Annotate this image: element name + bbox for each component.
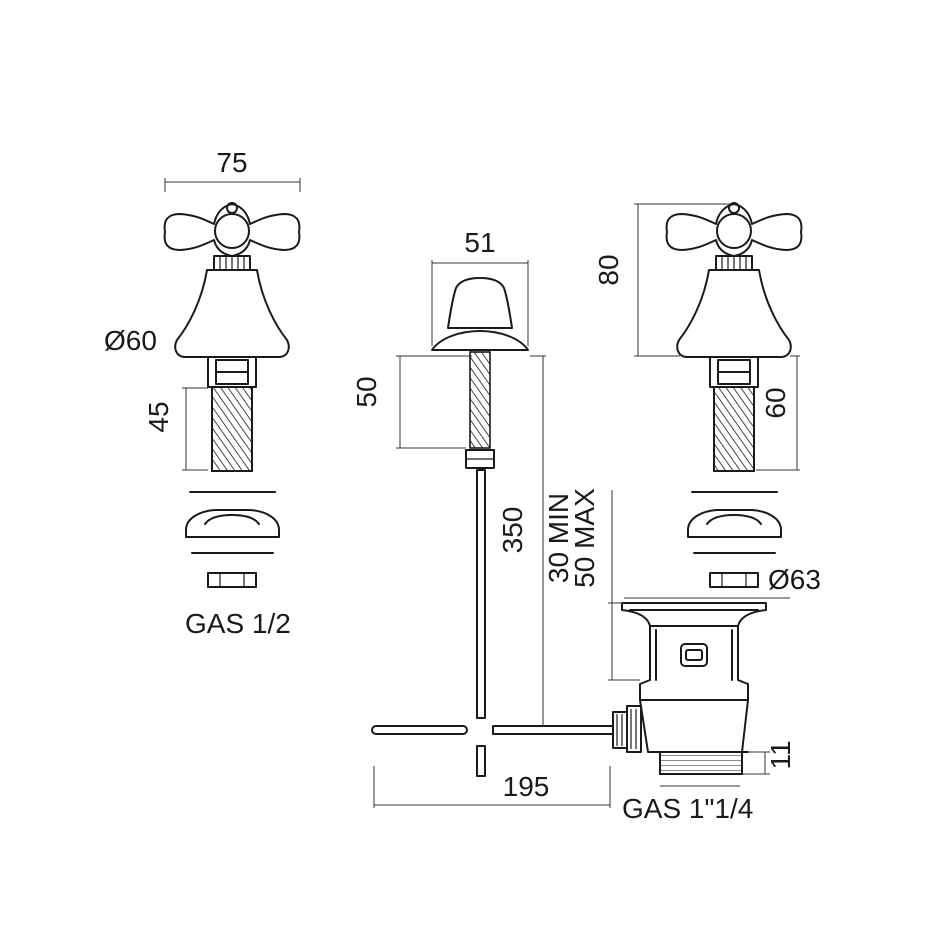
right-dimensions xyxy=(634,203,800,471)
right-body xyxy=(676,269,792,358)
right-height-label: 80 xyxy=(593,254,624,285)
right-shank-length-label: 60 xyxy=(760,387,791,418)
left-diameter-label: Ø60 xyxy=(104,325,157,356)
center-dimensions xyxy=(373,260,611,808)
right-diameter-label: Ø63 xyxy=(768,564,821,595)
right-tap xyxy=(665,202,803,588)
waste-assembly xyxy=(612,602,767,775)
waste-adjust-min-label: 30 MIN xyxy=(543,493,574,583)
left-thread-label: GAS 1/2 xyxy=(185,608,291,639)
thread-length-label: 11 xyxy=(765,740,796,769)
spread-label: 195 xyxy=(503,771,550,802)
rod-length-label: 350 xyxy=(497,507,528,554)
left-shank-length-label: 45 xyxy=(143,401,174,432)
left-dimensions xyxy=(164,178,301,471)
waste-adjust-max-label: 50 MAX xyxy=(569,488,600,588)
left-body xyxy=(174,269,290,358)
knob-width-label: 51 xyxy=(464,227,495,258)
popup-rod xyxy=(371,277,614,777)
left-tap xyxy=(163,202,301,588)
left-width-label: 75 xyxy=(216,147,247,178)
waste-dimensions xyxy=(608,490,790,787)
knob-icon xyxy=(447,277,513,329)
waste-thread-label: GAS 1"1/4 xyxy=(622,793,753,824)
knob-height-label: 50 xyxy=(351,376,382,407)
